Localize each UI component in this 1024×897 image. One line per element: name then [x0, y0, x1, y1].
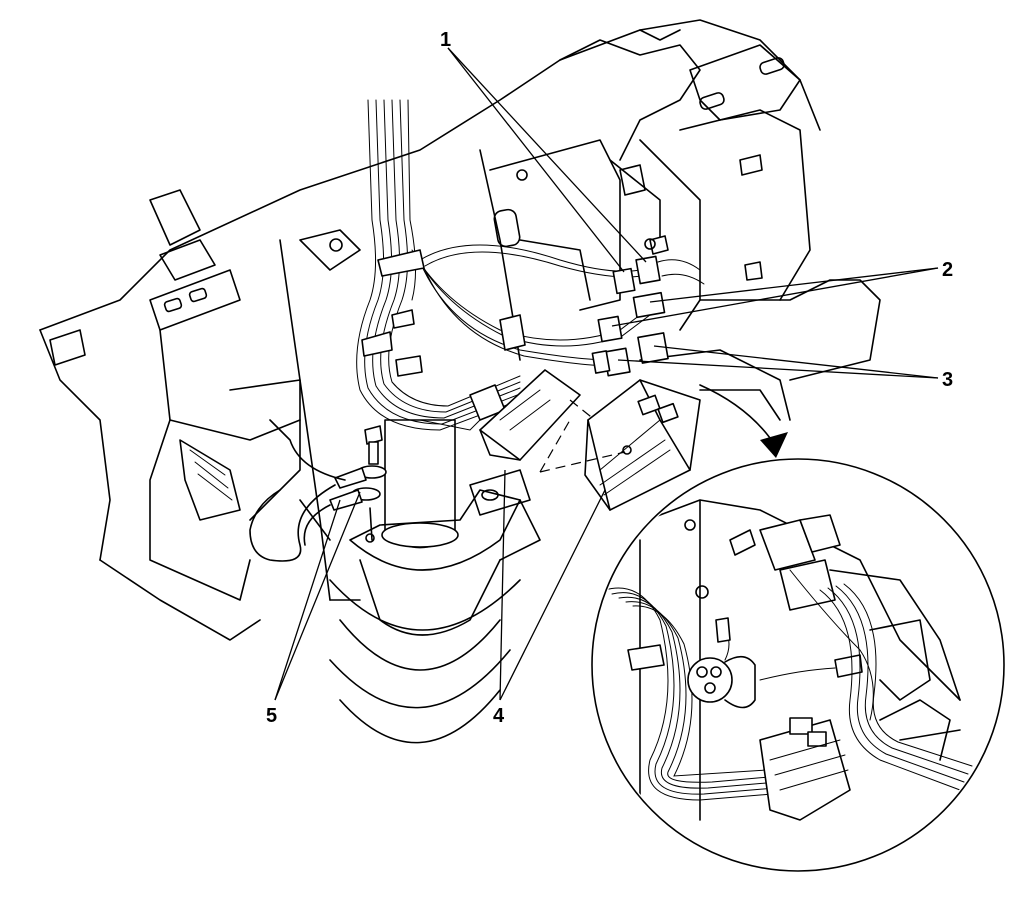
detail-circle	[591, 458, 1005, 872]
module-bracket	[479, 369, 581, 461]
leader-4a	[499, 469, 506, 701]
leader-3b	[617, 359, 939, 379]
leader-2b	[649, 267, 939, 303]
connector-1b	[635, 255, 661, 285]
detail-view	[591, 384, 1005, 872]
ground-bolt-shank	[368, 441, 379, 465]
ground-bolt	[364, 425, 383, 445]
callout-5: 5	[266, 705, 277, 727]
ground-fasteners	[249, 419, 387, 562]
round-connector	[687, 657, 733, 703]
leader-3a	[653, 345, 939, 379]
alignment-line	[539, 451, 626, 473]
callout-2: 2	[942, 259, 953, 281]
dash-panel-frame	[39, 19, 881, 641]
leader-4b	[499, 489, 606, 701]
leader-1b	[447, 47, 647, 263]
connector-2b	[597, 315, 623, 343]
leader-lines	[274, 47, 939, 701]
wiring-harness	[356, 99, 663, 431]
callout-4: 4	[493, 705, 505, 727]
leader-2a	[611, 267, 939, 327]
electronic-module	[584, 379, 701, 511]
connector-group	[591, 235, 705, 377]
leader-5b	[274, 499, 341, 701]
connector-2a	[632, 291, 666, 319]
steering-column	[329, 419, 541, 744]
ground-eyelet	[334, 467, 367, 489]
arrow-down-icon	[760, 432, 788, 458]
callout-1: 1	[440, 29, 451, 51]
alignment-line	[539, 419, 571, 473]
leader-5a	[274, 491, 361, 701]
callout-3: 3	[942, 369, 953, 391]
detail-arrow-shaft	[699, 384, 771, 439]
alignment-line	[569, 399, 596, 421]
connector-3a	[637, 332, 669, 364]
leader-1a	[447, 47, 625, 273]
connector-1a	[612, 267, 636, 295]
